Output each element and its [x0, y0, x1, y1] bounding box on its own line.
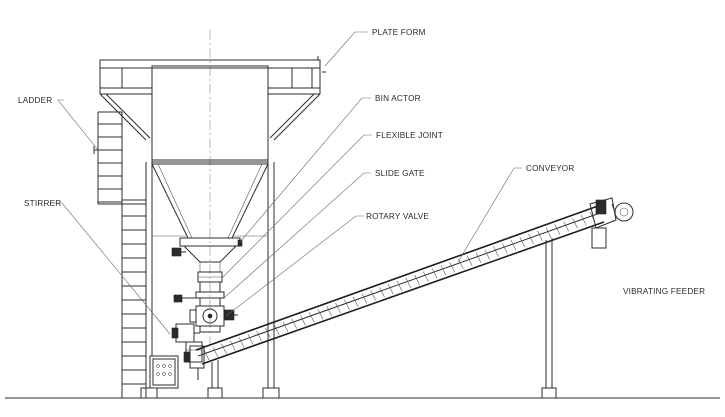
screw-flight: [282, 321, 289, 332]
screw-flight: [203, 349, 210, 361]
screw-flight: [221, 343, 227, 354]
label-vibrating-feeder: VIBRATING FEEDER: [623, 287, 705, 296]
platform: [99, 56, 326, 141]
screw-flight: [431, 268, 438, 279]
screw-flight: [545, 227, 552, 238]
screw-flight: [458, 258, 464, 270]
screw-flight: [484, 249, 490, 260]
screw-flight: [344, 299, 350, 310]
screw-flight: [370, 290, 376, 301]
screw-flight: [309, 312, 315, 323]
screw-flight: [352, 296, 359, 307]
screw-flight: [317, 309, 324, 320]
screw-flight: [423, 271, 429, 282]
screw-flight: [335, 302, 341, 314]
label-flexible-joint: FLEXIBLE JOINT: [376, 131, 443, 140]
screw-flight: [265, 327, 271, 339]
screw-flight: [326, 305, 333, 317]
screw-flight: [502, 243, 508, 254]
label-stirrer: STIRRER: [24, 199, 61, 208]
screw-flight: [580, 214, 587, 226]
screw-flight: [256, 331, 262, 342]
screw-flight: [528, 233, 534, 245]
bin-actor: [171, 237, 243, 272]
slide-gate: [173, 291, 225, 307]
label-conveyor: CONVEYOR: [526, 164, 574, 173]
label-ladder: LADDER: [18, 96, 52, 105]
screw-flight: [519, 236, 526, 248]
label-bin-actor: BIN ACTOR: [375, 94, 421, 103]
screw-flight: [537, 230, 543, 241]
screw-flight: [230, 340, 236, 351]
screw-flight: [414, 274, 420, 285]
screw-flight: [361, 293, 368, 304]
screw-flight: [449, 262, 455, 273]
screw-flight: [466, 255, 473, 267]
label-rotary-valve: ROTARY VALVE: [366, 212, 429, 221]
screw-flight: [300, 315, 306, 326]
screw-flight: [396, 280, 403, 292]
screw-flight: [238, 337, 245, 348]
screw-flight: [493, 246, 499, 257]
screw-flight: [379, 287, 385, 298]
screw-flights: [203, 211, 596, 361]
screw-flight: [510, 240, 517, 251]
screw-flight: [563, 221, 569, 232]
screw-flight: [475, 252, 482, 263]
conveyor-supports: [207, 238, 557, 399]
screw-flight: [247, 334, 254, 345]
screw-flight: [440, 265, 447, 276]
screw-flight: [273, 324, 280, 336]
ladder: [93, 111, 147, 398]
label-plate-form: PLATE FORM: [372, 28, 426, 37]
label-slide-gate: SLIDE GATE: [375, 169, 425, 178]
screw-flight: [212, 346, 219, 358]
screw-flight: [387, 283, 394, 295]
screw-flight: [572, 218, 578, 229]
leader-lines: [50, 31, 522, 335]
control-panel: [149, 355, 179, 389]
rotary-valve: [189, 305, 238, 333]
screw-flight: [405, 277, 412, 289]
screw-flight: [291, 318, 297, 329]
screw-flight: [554, 224, 561, 235]
conveyor: [183, 197, 634, 380]
